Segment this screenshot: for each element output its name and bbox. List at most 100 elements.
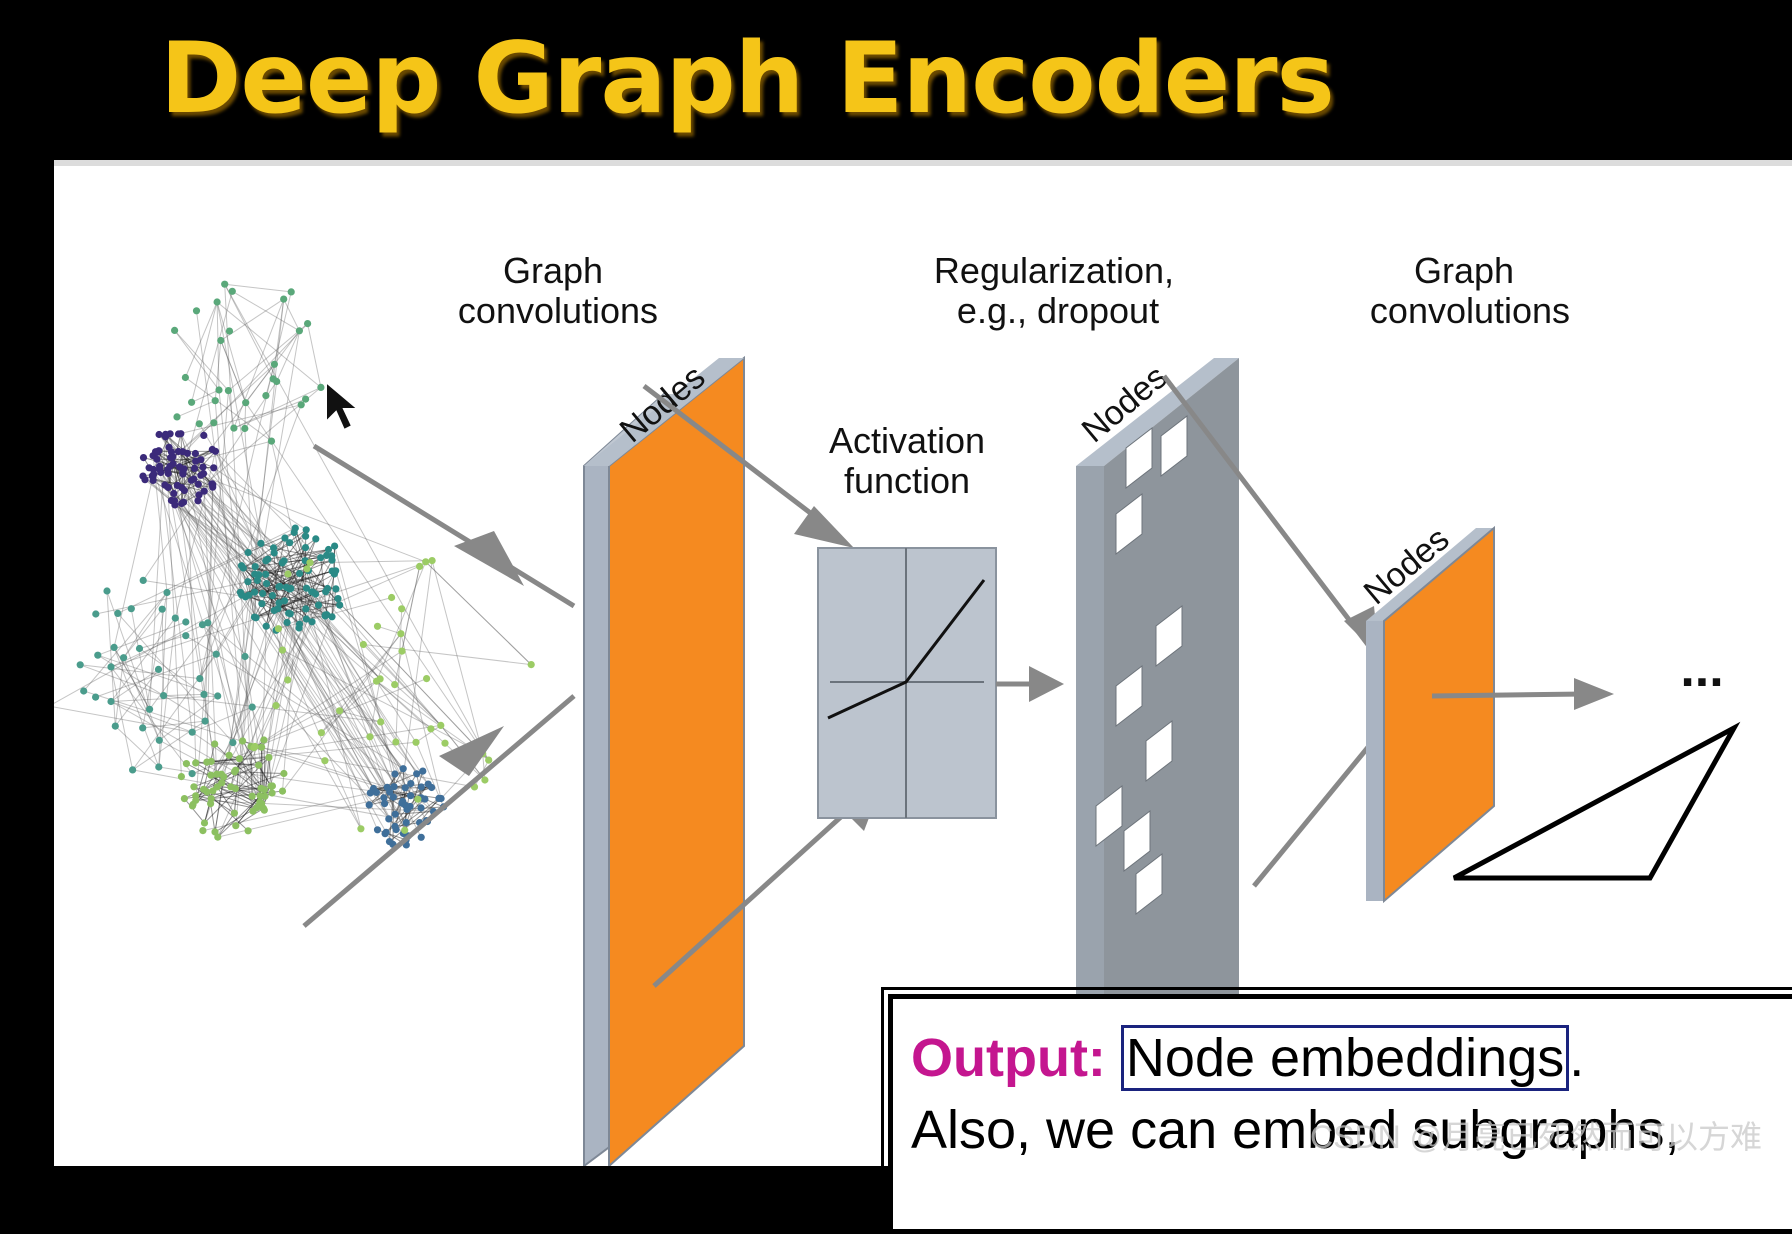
graph-node [210, 419, 217, 426]
graph-node [296, 570, 303, 577]
graph-node [279, 788, 286, 795]
graph-node [391, 823, 398, 830]
graph-node [165, 484, 172, 491]
graph-node [360, 641, 367, 648]
graph-node [392, 811, 399, 818]
arrowhead-7 [1574, 678, 1614, 710]
graph-node [270, 375, 277, 382]
graph-node [181, 795, 188, 802]
graph-node [391, 770, 398, 777]
graph-node [156, 737, 163, 744]
graph-node [251, 589, 258, 596]
graph-node [388, 594, 395, 601]
graph-node [155, 763, 162, 770]
graph-node [215, 386, 222, 393]
graph-node [191, 465, 198, 472]
graph-node [238, 562, 245, 569]
graph-node [180, 499, 187, 506]
graph-node [197, 472, 204, 479]
graph-node [286, 539, 293, 546]
graph-node [189, 770, 196, 777]
graph-node [298, 401, 305, 408]
graph-node [226, 752, 233, 759]
graph-node [402, 784, 409, 791]
graph-node [167, 430, 174, 437]
graph-node [249, 704, 256, 711]
graph-node [196, 420, 203, 427]
watermark: CSDN @月亮已死然而可以方难 [1310, 1112, 1762, 1158]
graph-node [232, 785, 239, 792]
graph-node [481, 776, 488, 783]
graph-node [77, 661, 84, 668]
graph-node [257, 540, 264, 547]
graph-node [283, 584, 290, 591]
graph-node [111, 644, 118, 651]
mouse-cursor-icon [326, 382, 358, 430]
graph-node [197, 456, 204, 463]
graph-node [189, 802, 196, 809]
graph-node [163, 589, 170, 596]
graph-node [303, 526, 310, 533]
graph-node [178, 773, 185, 780]
graph-node [192, 759, 199, 766]
graph-node [377, 718, 384, 725]
graph-node [153, 456, 160, 463]
graph-node [421, 796, 428, 803]
graph-node [128, 605, 135, 612]
graph-node [280, 770, 287, 777]
graph-node [150, 466, 157, 473]
graph-node [175, 430, 182, 437]
graph-node [203, 759, 210, 766]
graph-node [136, 645, 143, 652]
graph-node [226, 328, 233, 335]
graph-node [183, 760, 190, 767]
graph-node [182, 374, 189, 381]
graph-node [212, 397, 219, 404]
graph-node [429, 557, 436, 564]
graph-node [201, 819, 208, 826]
graph-node [107, 663, 114, 670]
graph-node [269, 789, 276, 796]
output-label: Output: [911, 1028, 1106, 1088]
graph-edge [140, 649, 205, 695]
graph-node [213, 771, 220, 778]
graph-node [217, 337, 224, 344]
graph-node [146, 706, 153, 713]
graph-node [214, 783, 221, 790]
graph-node [321, 757, 328, 764]
graph-node [385, 815, 392, 822]
graph-edge [159, 767, 211, 775]
graph-node [485, 757, 492, 764]
graph-node [225, 387, 232, 394]
graph-node [245, 549, 252, 556]
graph-edge [228, 324, 307, 391]
graph-node [139, 473, 146, 480]
graph-edge [395, 566, 420, 684]
arrowhead-2 [439, 726, 504, 776]
graph-node [398, 605, 405, 612]
graph-node [528, 661, 535, 668]
graph-node [230, 425, 237, 432]
graph-node [332, 567, 339, 574]
graph-node [244, 578, 251, 585]
graph-node [249, 793, 256, 800]
graph-node [401, 827, 408, 834]
output-line: Output: Node embeddings. [911, 1027, 1584, 1089]
graph-node [251, 571, 258, 578]
graph-node [159, 606, 166, 613]
graph-node [257, 792, 264, 799]
label-activation-l2: function [844, 460, 970, 501]
graph-node [188, 399, 195, 406]
graph-node [114, 610, 121, 617]
graph-node [390, 783, 397, 790]
graph-node [390, 794, 397, 801]
graph-node [413, 770, 420, 777]
graph-node [195, 481, 202, 488]
graph-node [171, 327, 178, 334]
graph-node [384, 784, 391, 791]
graph-node [241, 425, 248, 432]
graph-node [328, 557, 335, 564]
graph-node [229, 739, 236, 746]
graph-node [129, 766, 136, 773]
graph-node [407, 792, 414, 799]
